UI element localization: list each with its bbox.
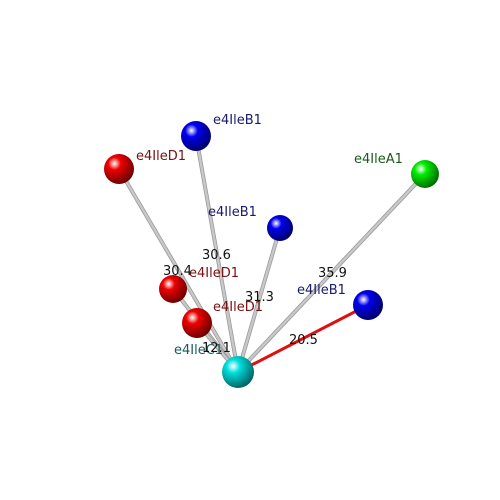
atom-a1[interactable] [411,160,439,188]
distance-label-d1a: 30.4 [163,264,192,279]
atom-label-b1a: e4IleB1 [213,113,262,128]
distance-label-b1b: 31.3 [245,290,274,305]
atom-b1c[interactable] [353,290,383,320]
distance-label-d1c: 12.1 [202,341,231,356]
distance-label-b1c: 20.5 [289,333,318,348]
atom-d1c[interactable] [182,308,212,338]
atom-label-b1b: e4IleB1 [208,205,257,220]
atom-d1a[interactable] [104,154,134,184]
bond-b1c [236,303,370,374]
center-atom[interactable] [222,356,254,388]
atom-label-d1c: e4IleD1 [213,300,263,315]
distance-label-b1a: 30.6 [202,248,231,263]
atom-layer [104,121,439,388]
bond-b1a [194,134,240,374]
distance-label-a1: 35.9 [318,266,347,281]
atom-b1a[interactable] [181,121,211,151]
atom-label-d1b: e4IleD1 [189,266,239,281]
atom-d1b[interactable] [159,275,187,303]
bond-a1 [236,172,427,374]
bond-d1a [117,167,240,374]
atom-label-a1: e4IleA1 [354,152,403,167]
center-atom-label: e4IleC1 [174,343,223,358]
atom-b1b[interactable] [267,215,293,241]
label-layer: e4IleD1 e4IleB1 e4IleB1 e4IleA1 e4IleB1 e4Ile… [136,113,403,358]
atom-label-b1c: e4IleB1 [297,283,346,298]
bond-b1b [236,226,282,374]
atom-label-d1a: e4IleD1 [136,149,186,164]
bond-layer [117,134,427,374]
